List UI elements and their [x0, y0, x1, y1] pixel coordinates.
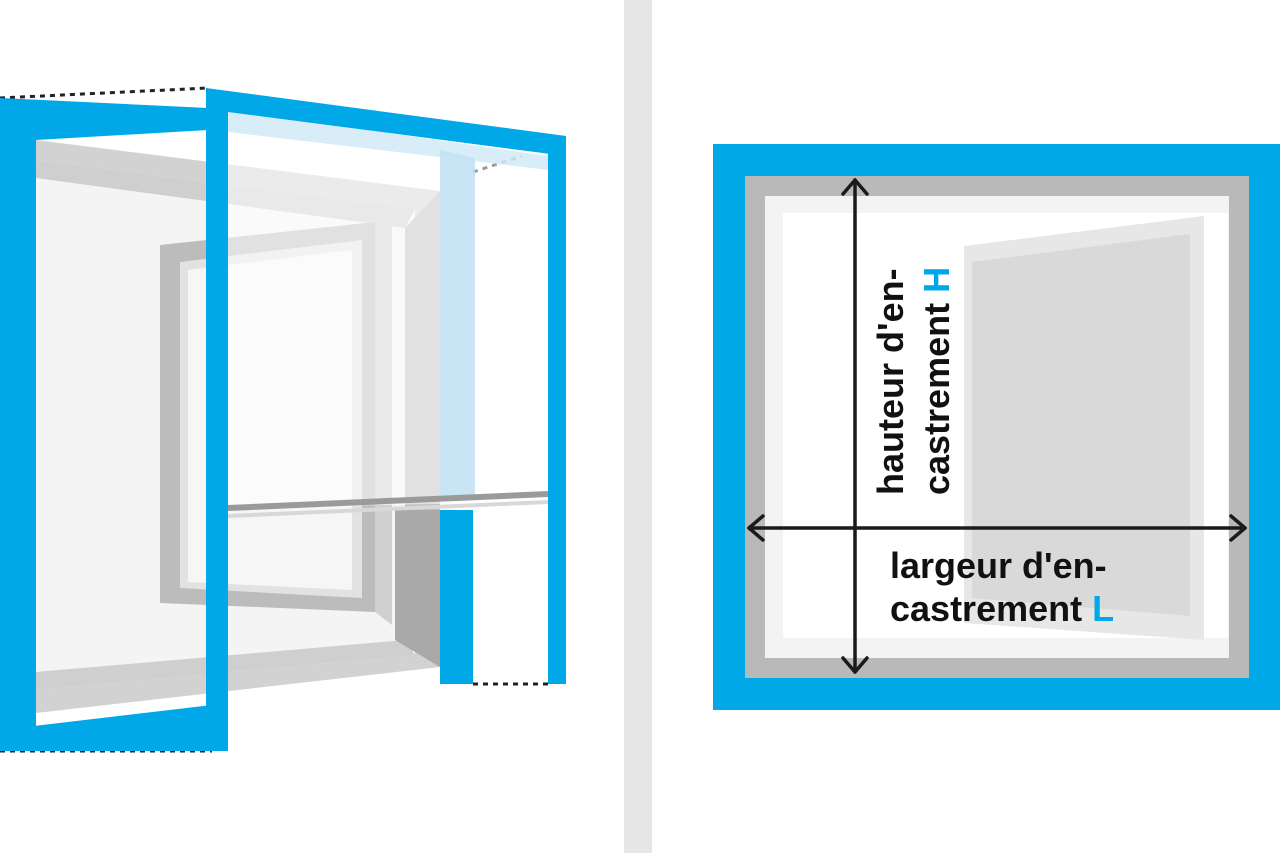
- height-label-line1: hauteur d'en-: [870, 268, 911, 495]
- height-dimension-arrow: [841, 178, 869, 674]
- open-window-panel: [972, 234, 1190, 616]
- width-letter: L: [1092, 588, 1114, 629]
- height-letter: H: [916, 267, 957, 293]
- right-front-diagram: hauteur d'en- castrement H largeur d'en-…: [713, 144, 1280, 710]
- width-dimension-arrow: [747, 514, 1247, 542]
- width-label-line2: castrement L: [890, 588, 1114, 629]
- height-label-line2: castrement H: [916, 267, 957, 495]
- front-blue-frame: [0, 98, 212, 751]
- height-label: hauteur d'en- castrement H: [870, 267, 957, 495]
- screen-blue-frame: [206, 88, 566, 751]
- left-perspective-diagram: [0, 86, 566, 753]
- width-label-line1: largeur d'en-: [890, 545, 1107, 586]
- insect-screen-mesh: [227, 110, 549, 518]
- height-label-line2-text: castrement: [916, 293, 957, 495]
- width-label-line2-text: castrement: [890, 588, 1092, 629]
- panel-divider: [624, 0, 652, 853]
- width-label: largeur d'en- castrement L: [890, 545, 1114, 629]
